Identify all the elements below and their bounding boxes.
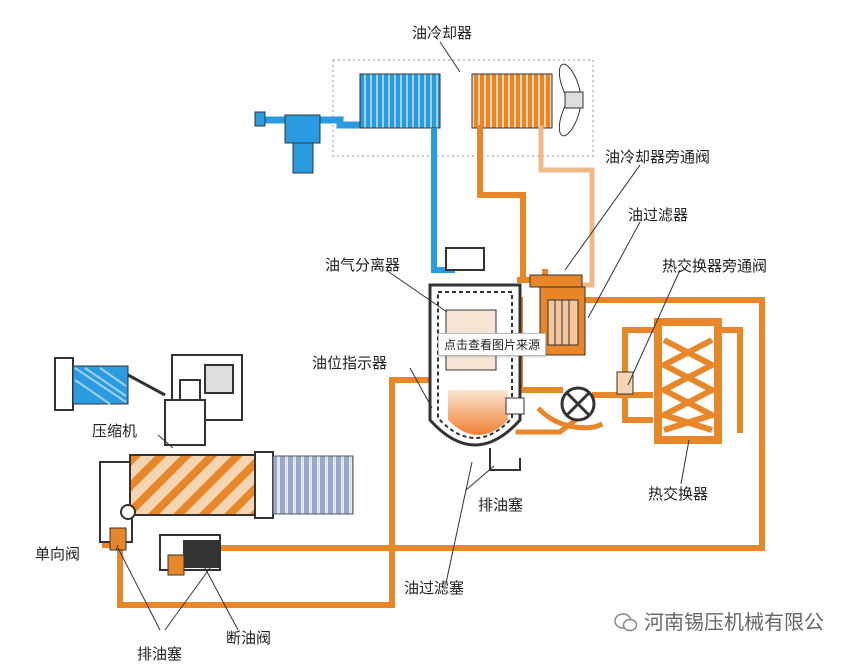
label-oil-filter-plug: 油过滤塞 [404, 579, 465, 597]
oil-cooler-core [471, 73, 553, 129]
inlet-valve [164, 354, 243, 446]
oil-lines [102, 125, 765, 608]
heat-exchanger-body [654, 318, 722, 444]
compressor-body [99, 451, 354, 551]
water-cooler-core [359, 73, 441, 129]
oil-cooler-unit [471, 63, 584, 137]
oil-cutoff-valve-body [159, 534, 221, 576]
leader-lines [115, 41, 690, 631]
label-drain-plug-left: 排油塞 [137, 645, 183, 663]
label-check-valve: 单向阀 [35, 545, 81, 563]
motor-icon [272, 455, 354, 515]
label-drain-plug-right: 排油塞 [478, 496, 524, 514]
label-oil-cutoff-valve: 断油阀 [226, 629, 272, 647]
label-oil-cooler-bypass-valve: 油冷却器旁通阀 [605, 148, 711, 166]
fan-icon [564, 91, 584, 109]
thermostatic-valve [560, 386, 596, 422]
image-source-tooltip[interactable]: 点击查看图片来源 [438, 333, 547, 356]
oil-filter-body [529, 274, 586, 356]
label-oil-gas-separator: 油气分离器 [325, 256, 401, 274]
watermark-text: 河南锡压机械有限公 [644, 610, 824, 634]
water-circuit [254, 73, 455, 273]
label-oil-level-indicator: 油位指示器 [312, 354, 388, 372]
label-compressor: 压缩机 [92, 422, 138, 440]
separator-tank [428, 247, 525, 471]
heat-exchanger-bypass-valve-body [616, 371, 634, 395]
wechat-icon [614, 613, 638, 632]
air-filter [54, 357, 166, 411]
label-oil-cooler: 油冷却器 [412, 24, 473, 42]
label-oil-filter: 油过滤器 [628, 206, 689, 224]
cooler-enclosure [332, 59, 594, 157]
label-heat-exchanger-bypass-valve: 热交换器旁通阀 [662, 257, 768, 275]
label-heat-exchanger: 热交换器 [648, 485, 709, 503]
